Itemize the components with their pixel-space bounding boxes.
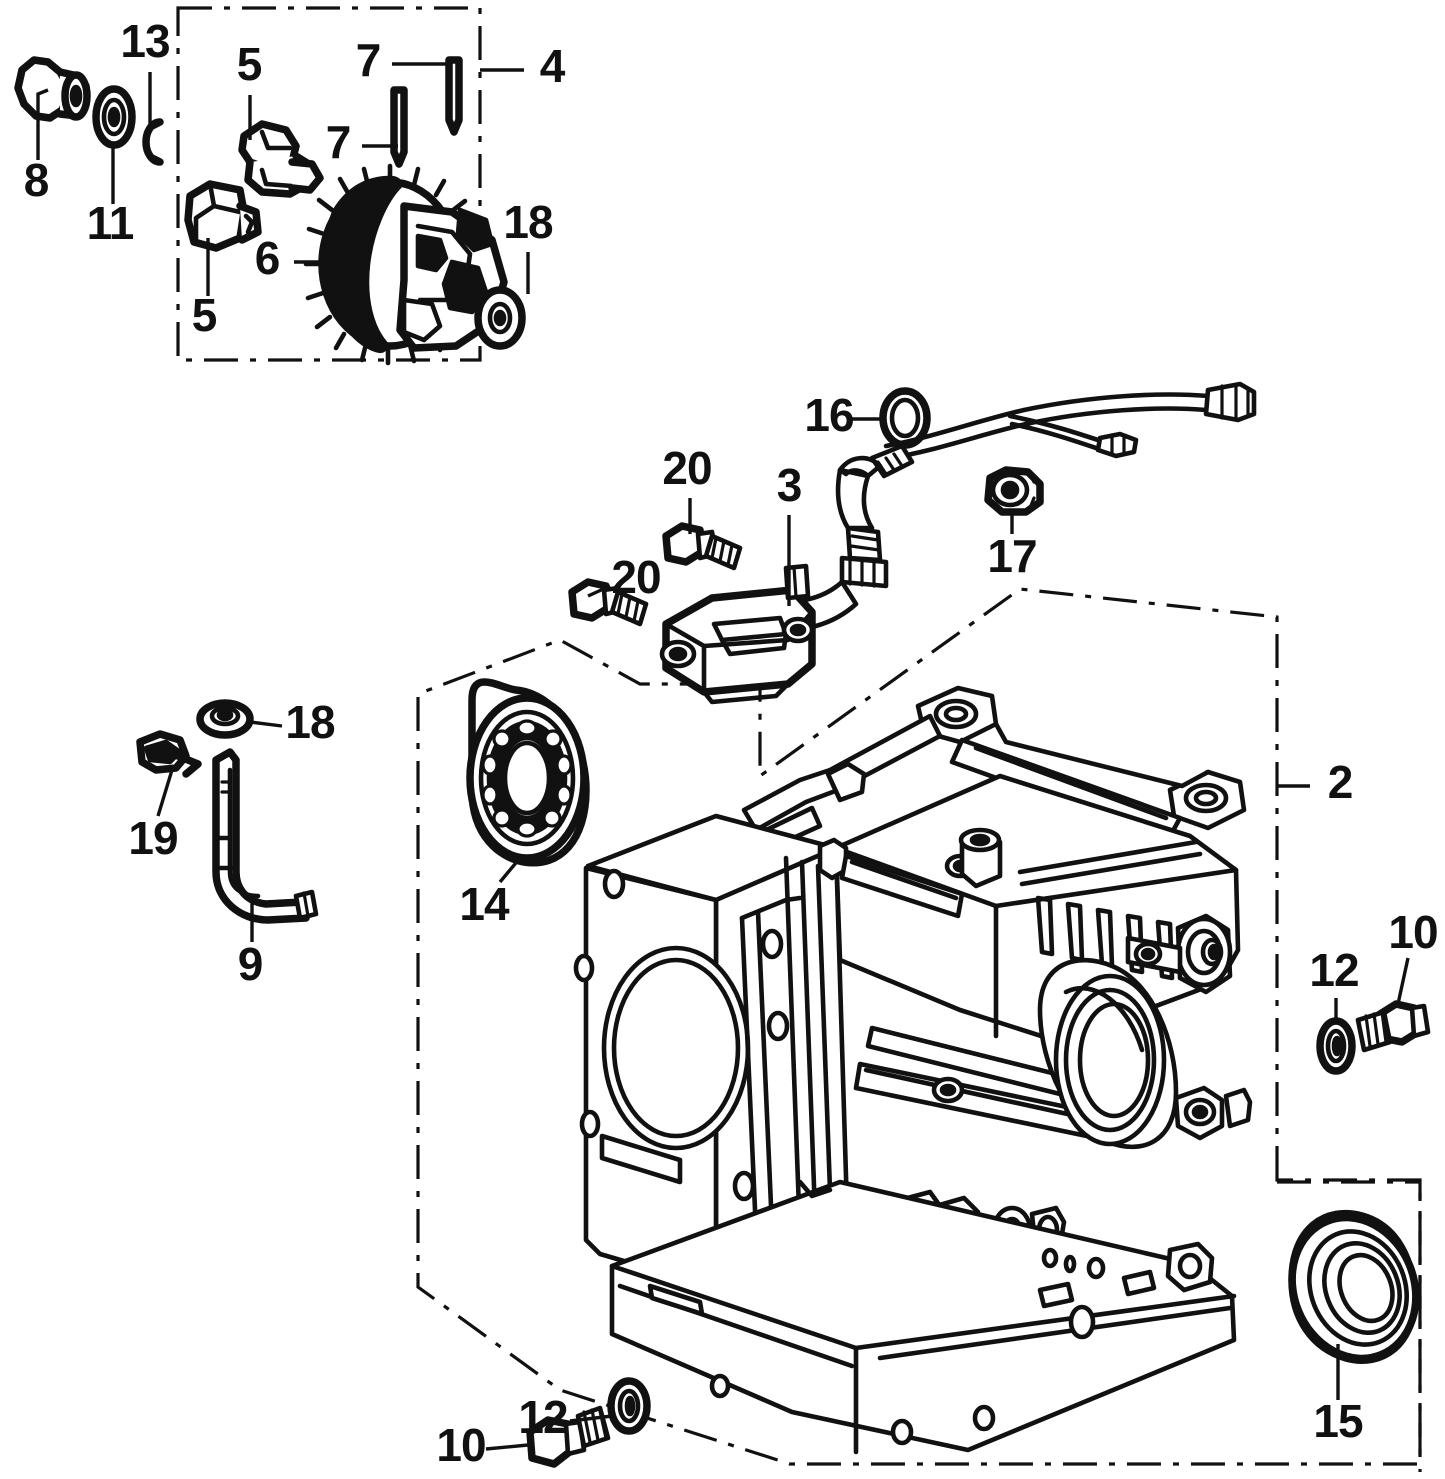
part-16-o-ring-gasket	[879, 387, 931, 449]
callout-number-13: 13	[120, 15, 169, 67]
part-10-drain-plug-bolt-right	[1355, 1000, 1431, 1053]
callout-number-20-upper: 20	[662, 442, 711, 494]
callout-number-3: 3	[777, 459, 802, 511]
callout-number-12-right: 12	[1309, 944, 1358, 996]
part-14-ball-bearing	[466, 678, 590, 867]
part-17-grommet-nut	[984, 466, 1044, 516]
group-box-governor	[176, 6, 482, 362]
part-2-cylinder-barrel-assembly	[573, 685, 1253, 1455]
part-3-breather-tube-elbow	[659, 455, 889, 705]
callout-number-15: 15	[1313, 1395, 1363, 1447]
wire-harness	[869, 381, 1257, 479]
part-12-drain-plug-washer-right	[1316, 1017, 1356, 1075]
part-7-pin-right	[445, 56, 463, 136]
callout-number-20-lower: 20	[611, 551, 660, 603]
part-18-governor-shaft-washer	[474, 286, 526, 350]
callout-number-4: 4	[540, 40, 566, 92]
part-19-oil-pipe-clip	[136, 730, 202, 778]
callout-number-9: 9	[238, 938, 263, 990]
group-box-cylinder-block	[416, 587, 1422, 1466]
callout-number-12-bottom: 12	[518, 1391, 567, 1443]
callout-number-18-gear: 18	[503, 196, 553, 248]
callout-number-6: 6	[255, 232, 280, 284]
part-6-governor-gear	[303, 163, 508, 366]
part-10-drain-plug-bolt-bottom	[526, 1405, 611, 1468]
callout-labels: 2 3 4 5 5 6 7 7 8 9 10 10 11 12 12 13 14…	[24, 15, 1439, 1471]
callout-number-7-upper: 7	[356, 34, 381, 86]
callout-number-8: 8	[24, 154, 49, 206]
part-5-governor-weight-lower	[184, 180, 262, 252]
callout-number-11: 11	[87, 197, 134, 249]
part-18-oil-pipe-washer	[196, 699, 254, 739]
callout-number-19: 19	[128, 812, 177, 864]
group-box-oil-seal	[1277, 1180, 1422, 1472]
part-15-oil-seal	[1288, 1209, 1420, 1364]
callout-number-16: 16	[804, 389, 853, 441]
callout-number-10-bottom: 10	[436, 1419, 485, 1471]
callout-number-7-lower: 7	[326, 116, 351, 168]
callout-number-14: 14	[459, 878, 510, 930]
part-11-washer	[92, 85, 136, 149]
part-12-drain-plug-washer-bottom	[607, 1377, 651, 1435]
part-13-circlip	[142, 118, 164, 166]
part-7-pin-left	[390, 86, 408, 168]
callout-number-2: 2	[1328, 756, 1353, 808]
callout-number-17: 17	[987, 530, 1036, 582]
part-9-oil-pipe	[212, 748, 319, 924]
callout-number-18-pipe: 18	[285, 696, 335, 748]
part-20-flange-bolt-upper	[662, 522, 743, 571]
callout-number-10-right: 10	[1388, 906, 1437, 958]
leader-lines	[36, 62, 1410, 1451]
part-8-oil-level-switch-plug	[14, 56, 91, 122]
callout-number-5-upper: 5	[237, 38, 262, 90]
callout-number-5-lower: 5	[192, 289, 217, 341]
part-5-governor-weight-upper	[238, 120, 324, 198]
